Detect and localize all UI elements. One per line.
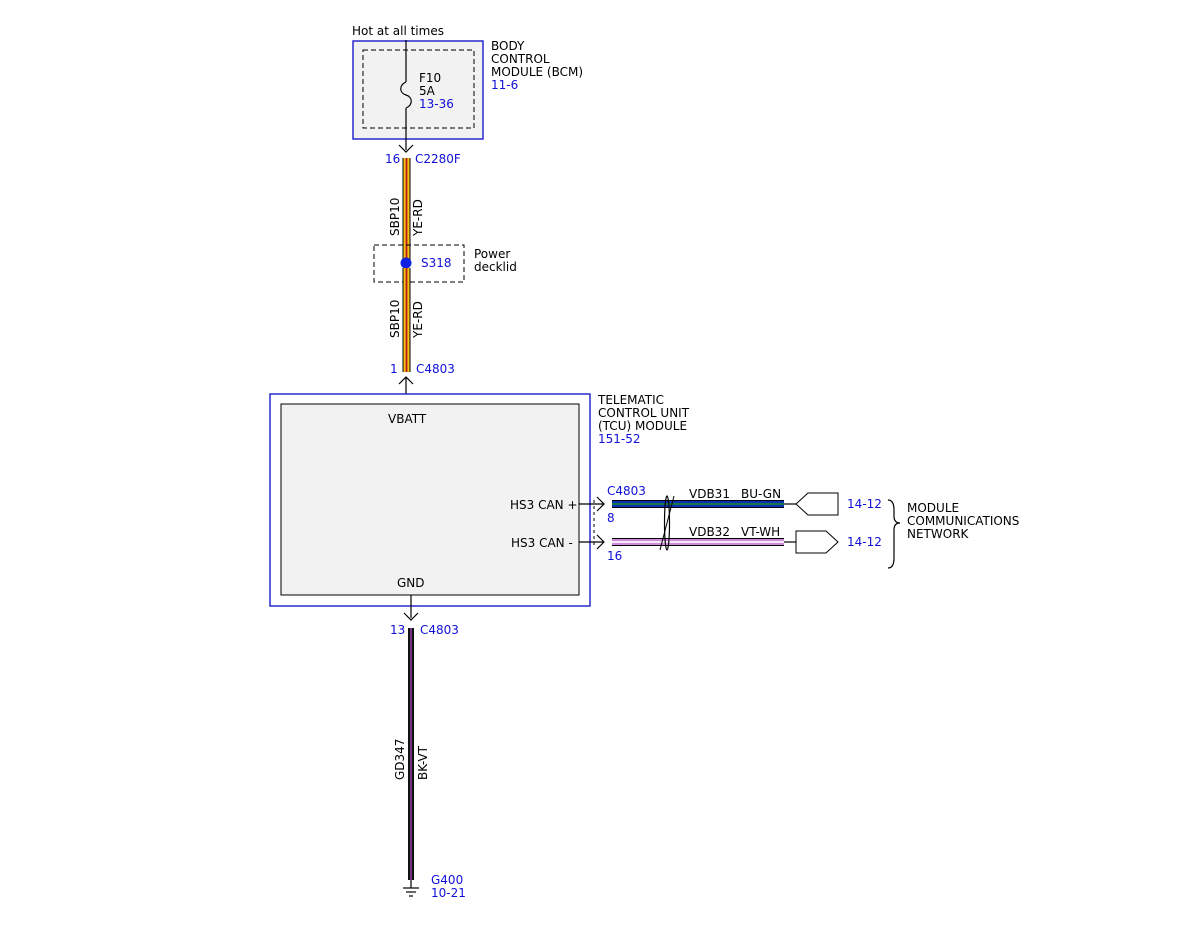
can-plus-color: BU-GN bbox=[741, 487, 781, 501]
can-plus-ref: 14-12 bbox=[847, 497, 882, 511]
wire-edge bbox=[402, 158, 404, 262]
wire-green-tracer bbox=[612, 503, 784, 505]
wire-red-tracer bbox=[405, 268, 408, 372]
c4803-vbatt-pin: 1 bbox=[390, 362, 398, 376]
twisted-pair-line bbox=[659, 495, 675, 551]
c4803-gnd-terminal-icon bbox=[403, 612, 419, 621]
bcm-box bbox=[352, 40, 484, 140]
wire-edge bbox=[612, 545, 784, 546]
can-minus-color: VT-WH bbox=[741, 525, 780, 539]
c2280f-terminal-icon bbox=[398, 144, 414, 153]
wire-red-tracer bbox=[405, 158, 408, 262]
c2280f-pin: 16 bbox=[385, 152, 400, 166]
can-minus-circuit: VDB32 bbox=[689, 525, 730, 539]
bcm-fuse-panel bbox=[362, 49, 475, 129]
wire-sbp10-upper[interactable] bbox=[402, 158, 411, 262]
twisted-pair-icon bbox=[663, 495, 671, 551]
can-pin-plus: 8 bbox=[607, 511, 615, 525]
fuse-name: F10 bbox=[419, 71, 441, 85]
tcu-title-1: TELEMATIC bbox=[597, 393, 664, 407]
fuse-icon bbox=[400, 81, 412, 109]
bcm-title-1: BODY bbox=[491, 39, 525, 53]
wire-edge bbox=[612, 500, 784, 501]
ground-wire-circuit: GD347 bbox=[393, 739, 407, 780]
tcu-title-2: CONTROL UNIT bbox=[598, 406, 690, 420]
c4803-vbatt-name: C4803 bbox=[416, 362, 455, 376]
bcm-title-3: MODULE (BCM) bbox=[491, 65, 583, 79]
bcm-component: Hot at all times BODY CONTROL MODULE (BC… bbox=[352, 24, 583, 153]
c4803-vbatt-terminal-icon bbox=[398, 376, 414, 385]
tcu-title-3: (TCU) MODULE bbox=[598, 419, 687, 433]
fuse-ref: 13-36 bbox=[419, 97, 454, 111]
wire-vdb31[interactable] bbox=[612, 500, 784, 508]
tcu-component: VBATT GND HS3 CAN + HS3 CAN - TELEMATIC … bbox=[269, 393, 690, 607]
network-brace-icon bbox=[887, 499, 901, 569]
network-label-1: MODULE bbox=[907, 501, 959, 515]
splice-name: S318 bbox=[421, 256, 452, 270]
tcu-ref: 151-52 bbox=[598, 432, 641, 446]
wire-vdb32[interactable] bbox=[612, 538, 784, 546]
splice-location-1: Power bbox=[474, 247, 510, 261]
wire-lower-color: YE-RD bbox=[411, 301, 425, 339]
wire-gd347[interactable] bbox=[408, 628, 414, 880]
wire-lower-circuit: SBP10 bbox=[388, 300, 402, 338]
ground-name: G400 bbox=[431, 873, 463, 887]
can-minus-ref: 14-12 bbox=[847, 535, 882, 549]
can-pin-minus: 16 bbox=[607, 549, 622, 563]
tcu-pin-can-plus: HS3 CAN + bbox=[510, 498, 578, 512]
can-plus-circuit: VDB31 bbox=[689, 487, 730, 501]
network-label-3: NETWORK bbox=[907, 527, 970, 541]
can-minus-offpage-connector-icon[interactable] bbox=[795, 530, 839, 554]
splice-dot[interactable] bbox=[400, 257, 412, 269]
wire-edge bbox=[409, 268, 411, 372]
wire-edge bbox=[612, 538, 784, 539]
wire-upper-color: YE-RD bbox=[411, 199, 425, 237]
wire-edge bbox=[409, 158, 411, 262]
ground-wire-color: BK-VT bbox=[416, 745, 430, 780]
ground-ref: 10-21 bbox=[431, 886, 466, 900]
wire-edge bbox=[612, 507, 784, 508]
splice-location-box bbox=[373, 244, 465, 283]
bcm-title-2: CONTROL bbox=[491, 52, 550, 66]
can-plus-offpage-connector-icon[interactable] bbox=[795, 492, 839, 516]
can-connector-name: C4803 bbox=[607, 484, 646, 498]
bcm-supply-label: Hot at all times bbox=[352, 24, 444, 38]
c2280f-name: C2280F bbox=[415, 152, 461, 166]
wire-white-tracer bbox=[612, 541, 784, 543]
wire-upper-circuit: SBP10 bbox=[388, 198, 402, 236]
network-label-2: COMMUNICATIONS bbox=[907, 514, 1019, 528]
tcu-pin-gnd: GND bbox=[397, 576, 425, 590]
wire-sbp10-lower[interactable] bbox=[402, 268, 411, 372]
tcu-inner-box bbox=[280, 403, 580, 596]
can-plus-terminal-icon bbox=[596, 496, 605, 512]
fuse-rating: 5A bbox=[419, 84, 436, 98]
c4803-gnd-name: C4803 bbox=[420, 623, 459, 637]
c4803-gnd-pin: 13 bbox=[390, 623, 405, 637]
ground-symbol-icon bbox=[403, 887, 419, 897]
splice-location-2: decklid bbox=[474, 260, 517, 274]
wire-edge bbox=[402, 268, 404, 372]
wire-violet-tracer bbox=[410, 628, 412, 880]
tcu-pin-can-minus: HS3 CAN - bbox=[511, 536, 573, 550]
tcu-pin-vbatt: VBATT bbox=[388, 412, 427, 426]
bcm-ref: 11-6 bbox=[491, 78, 518, 92]
can-minus-terminal-icon bbox=[596, 534, 605, 550]
